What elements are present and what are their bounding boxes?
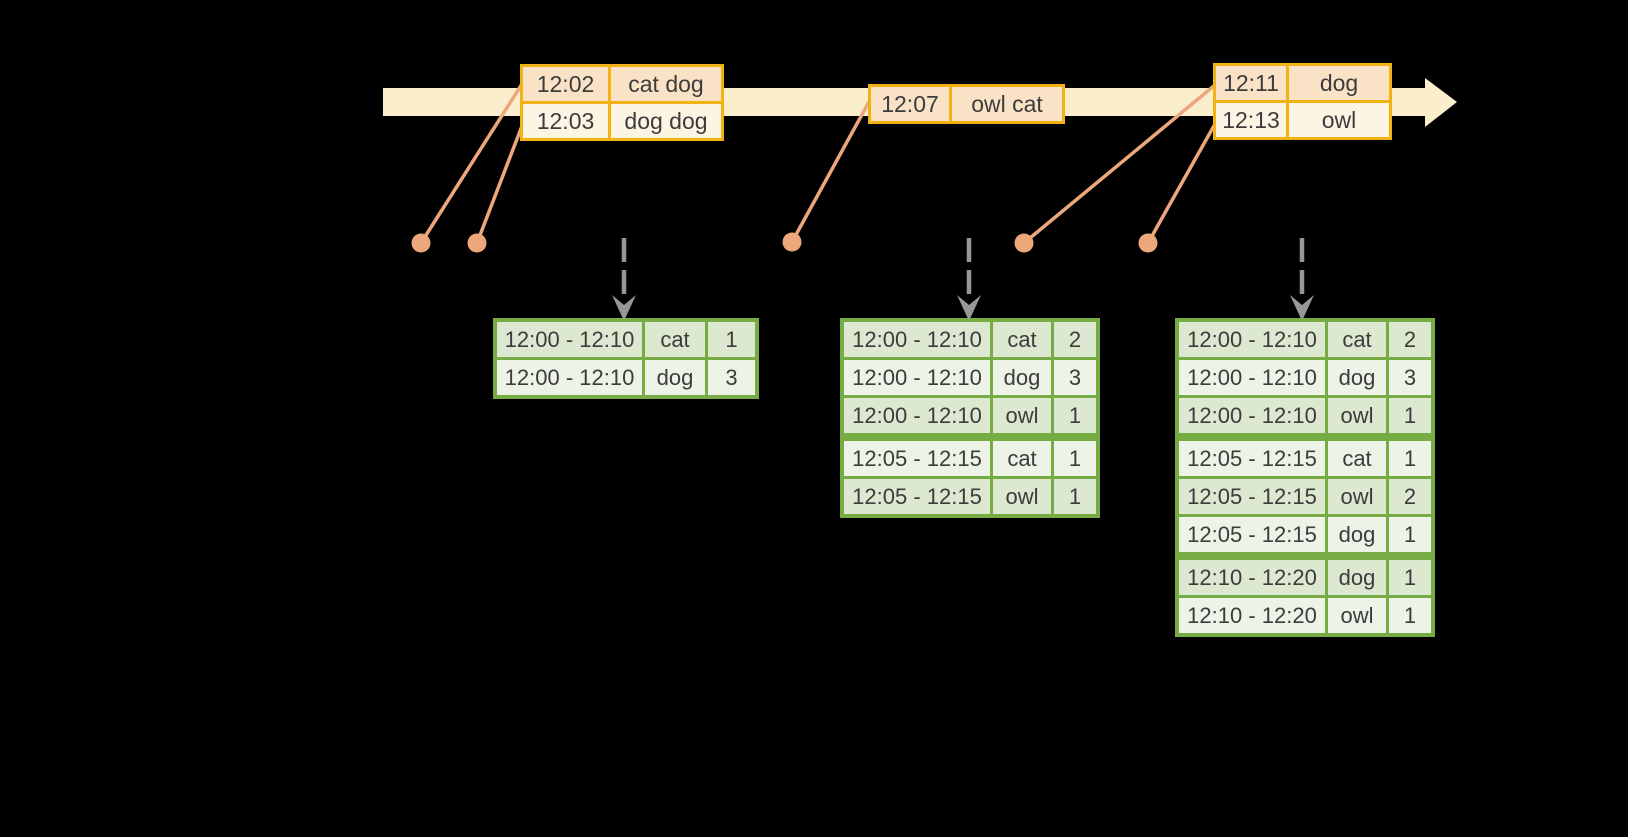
count-cell: 3 bbox=[1403, 365, 1417, 390]
event-table: 12:07 owl cat bbox=[868, 84, 1065, 124]
word-cell: cat bbox=[993, 441, 1054, 476]
event-words-cell: cat dog bbox=[628, 71, 704, 97]
word-cell: cat bbox=[1328, 322, 1389, 357]
window-cell: 12:05 - 12:15 bbox=[844, 441, 993, 476]
event-words-cell: owl bbox=[1321, 107, 1357, 133]
window-cell: 12:00 - 12:10 bbox=[497, 360, 645, 395]
count-cell: 3 bbox=[1068, 365, 1082, 390]
count-cell: 1 bbox=[1403, 446, 1417, 471]
window-cell: 12:00 - 12:10 bbox=[844, 322, 993, 357]
window-cell: 12:05 - 12:15 bbox=[1179, 479, 1328, 514]
count-cell: 3 bbox=[725, 365, 738, 390]
window-cell: 12:00 - 12:10 bbox=[497, 322, 645, 357]
event-row: 12:13 owl bbox=[1216, 100, 1389, 137]
word-cell: owl bbox=[993, 398, 1054, 433]
word-cell: owl bbox=[1328, 479, 1389, 514]
event-time-cell: 12:02 bbox=[523, 67, 611, 101]
word-cell: owl bbox=[1328, 398, 1389, 433]
event-time-cell: 12:11 bbox=[1216, 66, 1289, 100]
window-cell: 12:00 - 12:10 bbox=[1179, 360, 1328, 395]
window-cell: 12:10 - 12:20 bbox=[1179, 598, 1328, 633]
event-table: 12:11 dog 12:13 owl bbox=[1213, 63, 1392, 140]
window-cell: 12:00 - 12:10 bbox=[844, 360, 993, 395]
window-cell: 12:00 - 12:10 bbox=[1179, 322, 1328, 357]
event-time-cell: 12:03 bbox=[523, 104, 611, 138]
window-cell: 12:05 - 12:15 bbox=[1179, 517, 1328, 552]
event-words-cell: owl cat bbox=[971, 91, 1043, 117]
word-cell: dog bbox=[1328, 560, 1389, 595]
word-cell: cat bbox=[993, 322, 1054, 357]
count-cell: 1 bbox=[1068, 446, 1082, 471]
word-cell: dog bbox=[1328, 360, 1389, 395]
word-cell: cat bbox=[645, 322, 708, 357]
word-cell: cat bbox=[1328, 441, 1389, 476]
event-row: 12:02 cat dog bbox=[523, 67, 721, 101]
event-words-cell: dog dog bbox=[624, 108, 708, 134]
count-cell: 1 bbox=[1403, 522, 1417, 547]
word-cell: dog bbox=[993, 360, 1054, 395]
count-cell: 1 bbox=[725, 327, 738, 352]
word-cell: owl bbox=[993, 479, 1054, 514]
word-cell: owl bbox=[1328, 598, 1389, 633]
window-cell: 12:05 - 12:15 bbox=[844, 479, 993, 514]
count-cell: 1 bbox=[1068, 403, 1082, 428]
count-cell: 2 bbox=[1403, 327, 1417, 352]
count-cell: 2 bbox=[1068, 327, 1082, 352]
count-cell: 2 bbox=[1403, 484, 1417, 509]
event-row: 12:07 owl cat bbox=[871, 87, 1062, 121]
event-row: 12:11 dog bbox=[1216, 66, 1389, 100]
count-cell: 1 bbox=[1403, 403, 1417, 428]
window-cell: 12:10 - 12:20 bbox=[1179, 560, 1328, 595]
window-cell: 12:00 - 12:10 bbox=[844, 398, 993, 433]
word-cell: dog bbox=[1328, 517, 1389, 552]
count-cell: 1 bbox=[1403, 565, 1417, 590]
event-row: 12:03 dog dog bbox=[523, 101, 721, 138]
event-words-cell: dog bbox=[1319, 70, 1359, 96]
event-time-cell: 12:13 bbox=[1216, 103, 1289, 137]
event-table: 12:02 cat dog 12:03 dog dog bbox=[520, 64, 724, 141]
count-cell: 1 bbox=[1068, 484, 1082, 509]
event-time-cell: 12:07 bbox=[871, 87, 952, 121]
window-cell: 12:05 - 12:15 bbox=[1179, 441, 1328, 476]
count-cell: 1 bbox=[1403, 603, 1417, 628]
window-cell: 12:00 - 12:10 bbox=[1179, 398, 1328, 433]
word-cell: dog bbox=[645, 360, 708, 395]
